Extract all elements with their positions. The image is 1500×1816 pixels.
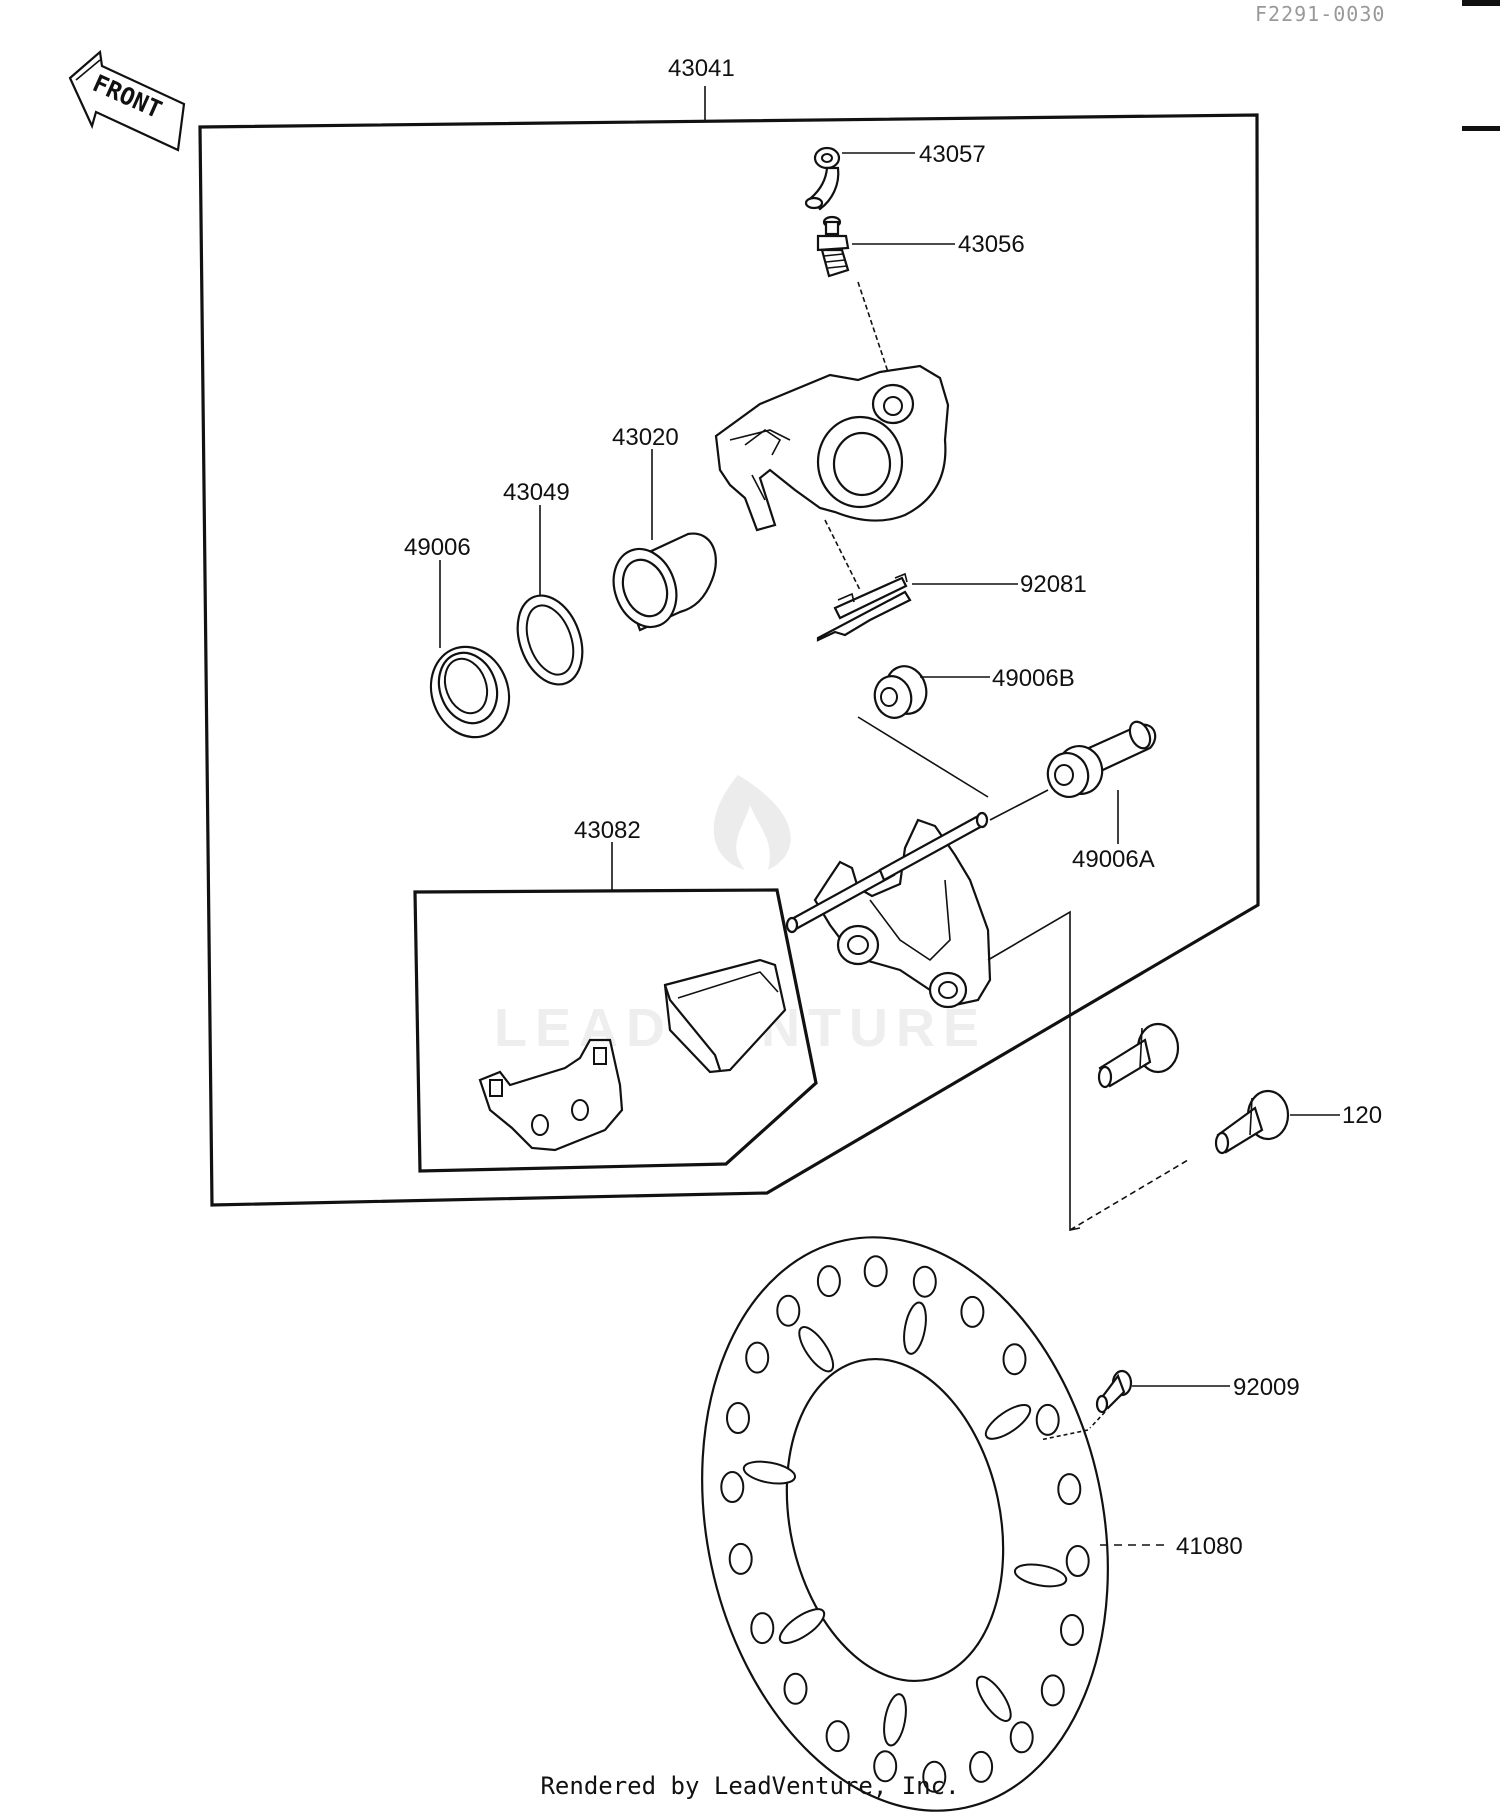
disc-slot bbox=[883, 1693, 907, 1747]
part-43082-brake-pads bbox=[478, 958, 787, 1152]
disc-hole bbox=[873, 1750, 898, 1783]
disc-hole bbox=[1035, 1403, 1060, 1436]
callout-49006a: 49006A bbox=[1072, 846, 1155, 873]
callout-92009: 92009 bbox=[1233, 1374, 1300, 1401]
disc-slot bbox=[903, 1301, 927, 1355]
callout-41080: 41080 bbox=[1176, 1533, 1243, 1560]
disc-hole bbox=[863, 1255, 888, 1288]
disc-slot bbox=[975, 1675, 1012, 1722]
caliper-bracket bbox=[785, 811, 992, 1009]
part-92009-disc-screw bbox=[1039, 1369, 1133, 1441]
part-43049-seal bbox=[516, 594, 584, 686]
pad-set-outline bbox=[413, 888, 818, 1173]
disc-hole bbox=[720, 1471, 745, 1503]
disc-slot bbox=[1013, 1563, 1068, 1588]
part-43057-bleeder-cap bbox=[804, 146, 841, 211]
callout-43041: 43041 bbox=[668, 55, 735, 82]
part-92081-pad-spring bbox=[816, 572, 912, 642]
callout-43057: 43057 bbox=[919, 141, 986, 168]
disc-hole bbox=[969, 1750, 994, 1783]
caliper-body bbox=[714, 364, 950, 532]
disc-hole bbox=[750, 1612, 775, 1645]
callout-92081: 92081 bbox=[1020, 571, 1087, 598]
disc-slot bbox=[742, 1460, 797, 1485]
disc-hole bbox=[825, 1720, 850, 1753]
part-120-bolt-1 bbox=[1097, 1022, 1180, 1089]
disc-hole bbox=[776, 1294, 801, 1327]
front-arrow-icon: FRONT bbox=[68, 49, 186, 152]
disc-hole bbox=[726, 1402, 750, 1434]
callout-49006: 49006 bbox=[404, 534, 471, 561]
callout-43082: 43082 bbox=[574, 817, 641, 844]
callout-43049: 43049 bbox=[503, 479, 570, 506]
edge-mark-top bbox=[1462, 0, 1500, 6]
disc-hole bbox=[1040, 1674, 1065, 1707]
disc-hole bbox=[912, 1265, 937, 1298]
part-41080-brake-disc bbox=[701, 1236, 1109, 1812]
disc-hole bbox=[1065, 1545, 1090, 1577]
disc-hole bbox=[816, 1265, 841, 1298]
part-120-bolt-2 bbox=[1214, 1089, 1290, 1155]
disc-hole bbox=[960, 1295, 985, 1328]
callout-43056: 43056 bbox=[958, 231, 1025, 258]
part-43020-piston bbox=[612, 532, 717, 632]
disc-hole bbox=[728, 1542, 753, 1575]
diagram-code: F2291-0030 bbox=[1255, 2, 1386, 26]
disc-hole bbox=[783, 1672, 808, 1705]
disc-hole bbox=[922, 1760, 947, 1793]
part-49006b-boot bbox=[873, 665, 928, 719]
disc-hole bbox=[1060, 1614, 1084, 1646]
disc-hole bbox=[1002, 1343, 1027, 1376]
part-49006a-boot-pin bbox=[1046, 720, 1157, 798]
disc-slot bbox=[984, 1404, 1032, 1440]
part-43056-bleeder-valve bbox=[816, 215, 850, 278]
footer-credit: Rendered by LeadVenture, Inc. bbox=[540, 1772, 960, 1800]
disc-slot bbox=[798, 1326, 835, 1373]
disc-hole bbox=[1009, 1721, 1034, 1754]
part-49006-dust-seal bbox=[429, 645, 511, 739]
caliper-assembly-outline bbox=[198, 113, 1260, 1207]
disc-hole bbox=[745, 1341, 770, 1374]
callout-43020: 43020 bbox=[612, 424, 679, 451]
edge-mark-mid bbox=[1462, 126, 1500, 131]
disc-hole bbox=[1057, 1473, 1082, 1506]
disc-slot bbox=[778, 1608, 826, 1644]
callout-49006b: 49006B bbox=[992, 665, 1075, 692]
callout-120: 120 bbox=[1342, 1102, 1382, 1129]
